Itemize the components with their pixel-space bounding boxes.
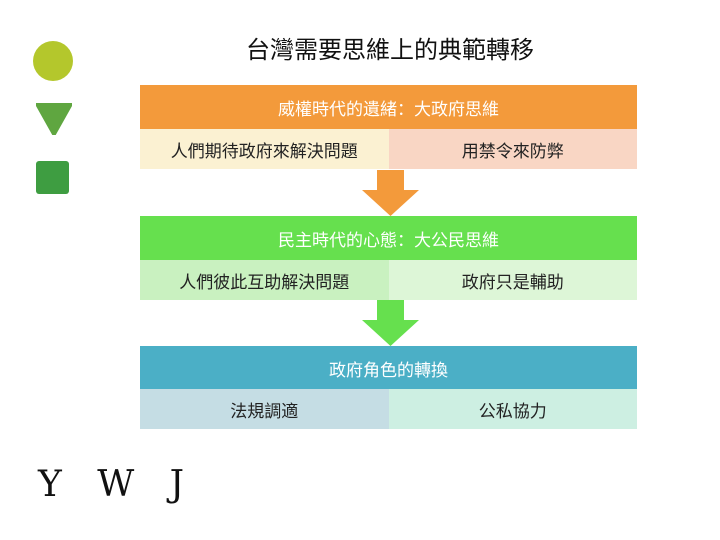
section-2-right-cell: 政府只是輔助 [388, 260, 637, 300]
section-3-left-cell: 法規調適 [140, 389, 389, 429]
section-1-right-cell: 用禁令來防弊 [388, 129, 637, 169]
down-arrow-orange-icon [362, 170, 419, 216]
section-3-right-cell: 公私協力 [388, 389, 637, 429]
green-triangle-icon [36, 103, 72, 135]
green-square-icon [36, 161, 69, 194]
section-1-left-cell: 人們期待政府來解決問題 [140, 129, 389, 169]
section-3-row: 法規調適 公私協力 [140, 389, 637, 429]
section-2-header: 民主時代的心態：大公民思維 [140, 216, 637, 260]
section-3-header: 政府角色的轉換 [140, 346, 637, 390]
slide-title: 台灣需要思維上的典範轉移 [246, 36, 534, 64]
section-1-header: 威權時代的遺緒：大政府思維 [140, 85, 637, 129]
green-circle-icon [33, 41, 73, 81]
section-2-left-cell: 人們彼此互助解決問題 [140, 260, 389, 300]
section-1-row: 人們期待政府來解決問題 用禁令來防弊 [140, 129, 637, 169]
down-arrow-green-icon [362, 300, 419, 346]
section-2-row: 人們彼此互助解決問題 政府只是輔助 [140, 260, 637, 300]
ywj-logo: Y W J [38, 464, 197, 505]
